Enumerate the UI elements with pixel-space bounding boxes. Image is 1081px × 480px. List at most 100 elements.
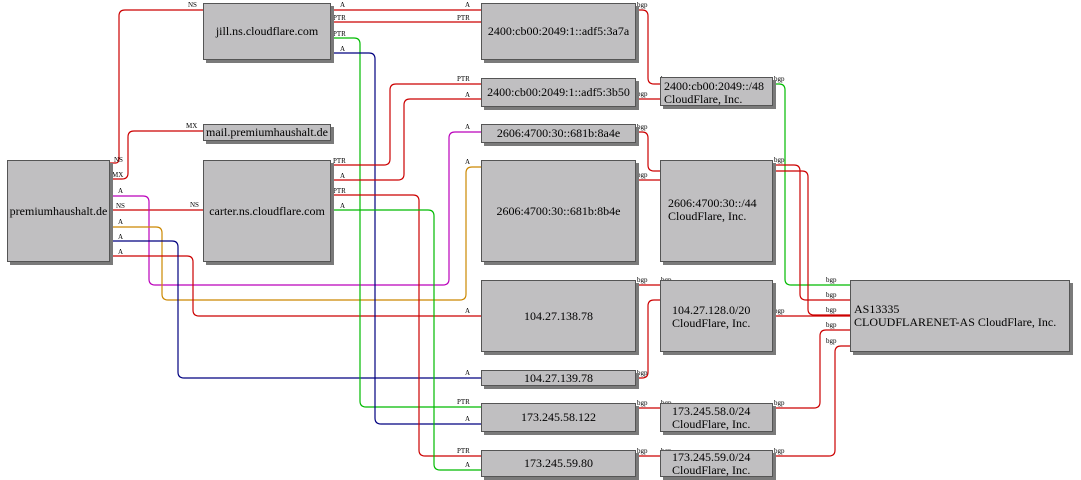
label-a-1: A (118, 187, 123, 195)
node-label: 2606:4700:30::681b:8b4e (496, 203, 621, 218)
edge-a-8b4e (110, 166, 481, 301)
node-ip6-3a7a: 2400:cb00:2049:1::adf5:3a7a (481, 3, 636, 60)
label-ns-2: NS (116, 202, 125, 210)
edge-bgp-2606-as-2 (773, 170, 850, 316)
label-bgp-19: bgp (774, 447, 785, 455)
edge-bgp-173-58-as (773, 329, 850, 409)
node-premiumhaushalt: premiumhaushalt.de (7, 160, 110, 262)
label-3a7a-a: A (465, 1, 470, 9)
edge-mx-mail (110, 130, 203, 180)
edge-bgp-2400-as (773, 83, 850, 286)
edge-bgp-2606-as-1 (773, 164, 850, 301)
edge-carter-a-3b50 (331, 98, 481, 181)
node-label: 104.27.139.78 (524, 370, 593, 385)
label-bgp-6: bgp (637, 369, 648, 377)
edge-bgp-173-59-as (773, 345, 850, 457)
prefix-line1: 2400:cb00:2049::/48 (664, 79, 764, 93)
prefix-line2: CloudFlare, Inc. (672, 417, 751, 431)
prefix-line1: 173.245.58.0/24 (672, 404, 751, 418)
label-bgp-2: bgp (637, 90, 648, 98)
label-138-a: A (465, 307, 470, 315)
label-3b50-a: A (465, 91, 470, 99)
label-ns-carter: NS (190, 201, 199, 209)
label-bgp-1: bgp (637, 1, 648, 9)
label-a-3: A (118, 233, 123, 241)
label-3a7a-ptr: PTR (457, 14, 470, 22)
label-carter-a2: A (340, 202, 345, 210)
label-8a4e-a: A (465, 123, 470, 131)
label-8b4e-a: A (465, 158, 470, 166)
node-ip4-139: 104.27.139.78 (481, 370, 636, 386)
edge-bgp-8a4e (636, 131, 660, 172)
edge-jill-ptr-58 (331, 37, 481, 408)
label-mx: MX (186, 122, 197, 130)
node-prefix-2400: 2400:cb00:2049::/48 CloudFlare, Inc. (660, 77, 773, 106)
prefix-line2: CloudFlare, Inc. (668, 209, 747, 223)
node-label: mail.premiumhaushalt.de (206, 125, 328, 139)
label-bgp-16: bgp (774, 156, 785, 164)
node-label: jill.ns.cloudflare.com (215, 24, 319, 38)
label-bgp-24: bgp (826, 337, 837, 345)
label-carter-a: A (340, 172, 345, 180)
node-ip4-58: 173.245.58.122 (481, 403, 636, 432)
label-bgp-3: bgp (637, 123, 648, 131)
edge-carter-a-59 (331, 209, 481, 471)
node-prefix-2606: 2606:4700:30::/44 CloudFlare, Inc. (660, 160, 773, 262)
prefix-line1: 2606:4700:30::/44 (668, 196, 757, 210)
label-59-ptr: PTR (457, 447, 470, 455)
as-number: AS13335 (854, 302, 900, 316)
label-jill-a2: A (340, 45, 345, 53)
label-bgp-20: bgp (826, 276, 837, 284)
edge-bgp-139 (636, 299, 660, 379)
node-prefix-173-58: 173.245.58.0/24 CloudFlare, Inc. (660, 403, 773, 432)
label-bgp-21: bgp (826, 291, 837, 299)
node-ip4-59: 173.245.59.80 (481, 450, 636, 477)
node-label: 2400:cb00:2049:1::adf5:3b50 (487, 85, 630, 99)
node-label: carter.ns.cloudflare.com (209, 203, 325, 218)
as-name: CLOUDFLARENET-AS CloudFlare, Inc. (854, 315, 1057, 329)
label-bgp-17: bgp (774, 307, 785, 315)
label-ns-1: NS (114, 156, 123, 164)
node-jill: jill.ns.cloudflare.com (203, 3, 331, 60)
label-jill-ptr2: PTR (333, 30, 346, 38)
label-bgp-8: bgp (637, 447, 648, 455)
edge-a-138 (110, 255, 481, 317)
node-ip4-138: 104.27.138.78 (481, 280, 636, 352)
edge-carter-ptr-3b50 (331, 83, 481, 166)
edge-a-139 (110, 240, 481, 379)
label-carter-ptr2: PTR (333, 187, 346, 195)
label-58-ptr: PTR (457, 398, 470, 406)
prefix-line2: CloudFlare, Inc. (664, 92, 743, 106)
label-bgp-22: bgp (826, 306, 837, 314)
node-prefix-173-59: 173.245.59.0/24 CloudFlare, Inc. (660, 450, 773, 477)
label-bgp-18: bgp (774, 399, 785, 407)
edge-ns-jill (110, 9, 203, 164)
label-jill-a: A (340, 1, 345, 9)
node-ip6-8b4e: 2606:4700:30::681b:8b4e (481, 160, 636, 262)
node-carter: carter.ns.cloudflare.com (203, 160, 331, 262)
node-label: 173.245.59.80 (524, 456, 593, 470)
label-bgp-4: bgp (637, 171, 648, 179)
node-ip6-3b50: 2400:cb00:2049:1::adf5:3b50 (481, 78, 636, 107)
label-bgp-23: bgp (826, 321, 837, 329)
edge-a-8a4e (110, 131, 481, 286)
edge-carter-ptr-59 (331, 194, 481, 457)
label-jill-ptr: PTR (333, 14, 346, 22)
prefix-line2: CloudFlare, Inc. (672, 316, 751, 330)
node-label: premiumhaushalt.de (9, 203, 108, 218)
label-a-4: A (118, 248, 123, 256)
label-mx-1: MX (112, 171, 123, 179)
label-carter-ptr: PTR (333, 157, 346, 165)
prefix-line2: CloudFlare, Inc. (672, 463, 751, 477)
node-ip6-8a4e: 2606:4700:30::681b:8a4e (481, 124, 636, 143)
node-mail: mail.premiumhaushalt.de (203, 124, 331, 141)
label-58-a: A (465, 415, 470, 423)
label-3b50-ptr: PTR (457, 75, 470, 83)
edge-jill-a-58 (331, 52, 481, 425)
node-label: 2606:4700:30::681b:8a4e (496, 126, 621, 140)
prefix-line1: 173.245.59.0/24 (672, 450, 751, 464)
label-139-a: A (465, 369, 470, 377)
node-label: 104.27.138.78 (524, 308, 593, 323)
label-59-a: A (465, 461, 470, 469)
